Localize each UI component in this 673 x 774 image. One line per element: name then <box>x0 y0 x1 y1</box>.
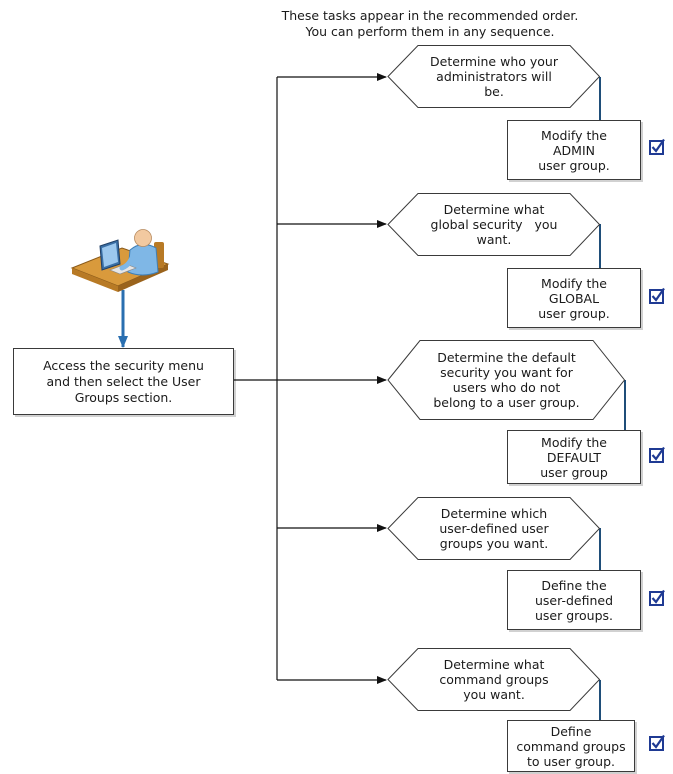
action-2-line-3: user group. <box>538 305 610 321</box>
decision-3: Determine the default security you want … <box>387 340 626 420</box>
action-4-text: Define the user-defined user groups. <box>508 571 640 629</box>
action-5-line-2: command groups <box>516 738 626 754</box>
action-5-text: Define command groups to user group. <box>508 721 634 771</box>
decision-4-shape <box>387 497 601 560</box>
decision-4-line-2: user-defined user <box>439 521 549 536</box>
action-5: Define command groups to user group. <box>507 720 635 772</box>
start-step-line-3: Groups section. <box>74 389 173 405</box>
decision-2-text: Determine what global security you want. <box>388 193 600 256</box>
decision-5: Determine what command groups you want. <box>387 648 601 711</box>
decision-5-shape <box>387 648 601 711</box>
action-4-line-1: Define the <box>541 577 607 593</box>
action-1-line-1: Modify the <box>541 127 607 143</box>
checked-checkbox-icon <box>649 138 665 155</box>
action-1-line-2: ADMIN <box>553 142 595 158</box>
decision-1: Determine who your administrators will b… <box>387 45 601 108</box>
action-2-text: Modify the GLOBAL user group. <box>508 269 640 327</box>
action-3: Modify the DEFAULT user group <box>507 430 641 484</box>
action-4-line-3: user groups. <box>534 607 614 623</box>
decision-1-shape <box>387 45 601 108</box>
decision-5-text: Determine what command groups you want. <box>388 648 600 711</box>
decision-2-shape <box>387 193 601 256</box>
start-step-box: Access the security menu and then select… <box>13 348 234 415</box>
decision-1-line-3: be. <box>484 84 504 99</box>
checked-checkbox-icon <box>649 287 665 304</box>
decision-2-line-2: global security you <box>430 217 558 232</box>
decision-4: Determine which user-defined user groups… <box>387 497 601 560</box>
order-note: These tasks appear in the recommended or… <box>220 8 640 40</box>
decision-3-text: Determine the default security you want … <box>388 340 625 420</box>
user-at-computer-icon <box>70 229 170 292</box>
decision-3-line-2: security you want for <box>440 365 573 380</box>
action-1-line-3: user group. <box>538 157 610 173</box>
decision-3-shape <box>387 340 626 420</box>
order-note-line-2: You can perform them in any sequence. <box>305 24 555 39</box>
action-3-text: Modify the DEFAULT user group <box>508 431 640 483</box>
decision-2: Determine what global security you want. <box>387 193 601 256</box>
checked-checkbox-icon <box>649 446 665 463</box>
decision-4-text: Determine which user-defined user groups… <box>388 497 600 560</box>
decision-1-line-1: Determine who your <box>430 54 558 69</box>
decision-2-line-3: want. <box>476 232 512 247</box>
action-4-line-2: user-defined <box>534 592 614 608</box>
decision-5-line-2: command groups <box>439 672 549 687</box>
decision-4-line-3: groups you want. <box>439 536 549 551</box>
start-step-line-2: and then select the User <box>46 373 201 389</box>
action-3-line-3: user group <box>540 464 608 480</box>
decision-1-text: Determine who your administrators will b… <box>388 45 600 108</box>
action-5-line-1: Define <box>550 723 592 739</box>
decision-1-line-2: administrators will <box>436 69 552 84</box>
order-note-line-1: These tasks appear in the recommended or… <box>281 8 579 23</box>
checked-checkbox-icon <box>649 734 665 751</box>
checked-checkbox-icon <box>649 589 665 606</box>
action-2-line-1: Modify the <box>541 275 607 291</box>
start-step-line-1: Access the security menu <box>43 357 204 373</box>
decision-5-line-3: you want. <box>463 687 525 702</box>
action-4: Define the user-defined user groups. <box>507 570 641 630</box>
action-3-line-1: Modify the <box>541 434 607 450</box>
decision-3-line-3: users who do not <box>452 380 561 395</box>
action-5-line-3: to user group. <box>526 753 616 769</box>
action-2-line-2: GLOBAL <box>548 290 600 306</box>
action-1-text: Modify the ADMIN user group. <box>508 121 640 179</box>
decision-3-line-4: belong to a user group. <box>433 395 580 410</box>
action-2: Modify the GLOBAL user group. <box>507 268 641 328</box>
decision-3-line-1: Determine the default <box>437 350 576 365</box>
decision-2-line-1: Determine what <box>443 202 545 217</box>
action-1: Modify the ADMIN user group. <box>507 120 641 180</box>
action-3-line-2: DEFAULT <box>546 449 602 465</box>
decision-4-line-1: Determine which <box>440 506 548 521</box>
decision-5-line-1: Determine what <box>443 657 545 672</box>
